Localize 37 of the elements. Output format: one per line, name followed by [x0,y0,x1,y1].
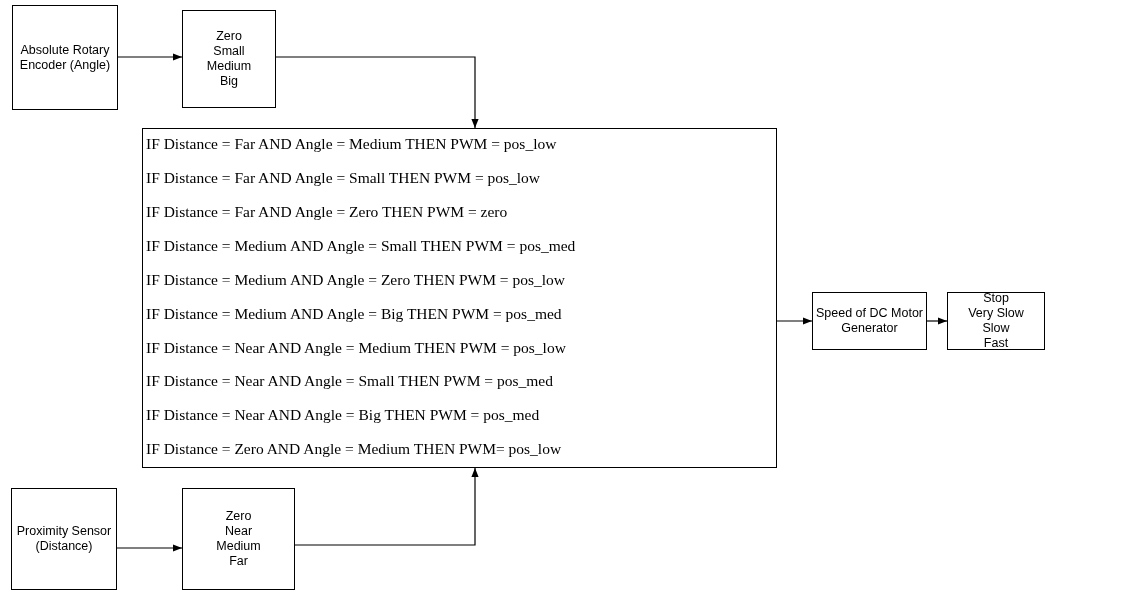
box-label: Speed of DC Motor Generator [815,306,924,336]
box-label: Proximity Sensor (Distance) [15,524,113,554]
arrow [117,53,183,61]
process-box [182,488,295,590]
box-label: Small [213,44,245,59]
box-label: Medium [206,59,252,74]
box-label: Slow [982,321,1010,336]
box-label: Absolute Rotary Encoder (Angle) [18,42,112,73]
process-box [812,292,927,350]
rule-text: IF Distance = Far AND Angle = Zero THEN PWM = zero [146,202,508,222]
box-label: Medium [216,539,261,554]
arrow [926,317,948,325]
box-label: Near [224,524,253,539]
arrow [294,467,479,546]
arrow [776,317,813,325]
arrow [116,544,183,552]
rule-text: IF Distance = Near AND Angle = Medium THEN PWM = pos_low [146,338,566,358]
arrow [275,56,479,129]
process-box [11,488,117,590]
process-box [182,10,276,108]
box-label: Zero [216,29,242,44]
rule-text: IF Distance = Near AND Angle = Big THEN PWM = pos_med [146,406,540,425]
rule-text: IF Distance = Near AND Angle = Small THEN PWM = pos_med [146,372,553,392]
rule-text: IF Distance = Far AND Angle = Small THEN PWM = pos_low [146,168,541,188]
rule-text: IF Distance = Medium AND Angle = Big THEN PWM = pos_med [146,304,562,324]
box-label: Very Slow [968,306,1024,321]
rule-text: IF Distance = Far AND Angle = Medium THEN PWM = pos_low [146,135,557,154]
box-label: Fast [983,336,1009,351]
rule-text: IF Distance = Medium AND Angle = Zero THEN PWM = pos_low [146,270,565,290]
process-box [947,292,1045,350]
rule-text: IF Distance = Medium AND Angle = Small THEN PWM = pos_med [146,236,576,256]
process-box [12,5,118,110]
box-label: Zero [225,509,252,524]
box-label: Stop [983,291,1009,306]
rule-text: IF Distance = Zero AND Angle = Medium THEN PWM= pos_low [146,440,562,459]
box-label: Big [219,74,239,89]
box-label: Far [229,554,248,569]
